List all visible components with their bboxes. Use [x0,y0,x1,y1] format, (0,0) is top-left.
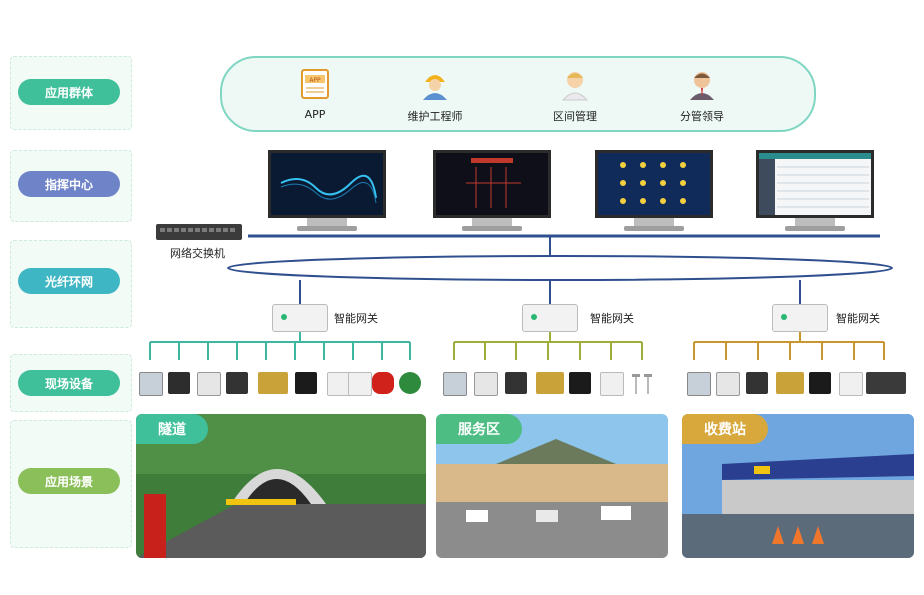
display-meter-icon [226,372,248,394]
scene-tag-service-area: 服务区 [436,414,522,444]
protection-relay-icon [687,372,711,396]
scene-tag-tunnel: 隧道 [136,414,208,444]
monitor-dashboard [595,150,713,236]
street-light-icon [630,372,658,394]
gateway-label-3: 智能网关 [836,312,880,325]
fiber-ring [227,255,893,281]
charging-pile-icon [866,372,906,394]
app-icon: APP [297,66,333,102]
power-meter-icon [716,372,740,396]
monitor-map [268,150,386,236]
leader-icon [684,66,720,102]
gateway-device-icon [772,304,828,332]
distribution-cabinet-icon [600,372,624,396]
display-meter-icon [746,372,768,394]
row-label-command-center: 指挥中心 [18,171,120,197]
user-zone-manager: 区间管理 [525,66,625,124]
fan-icon [399,372,421,394]
gateway-device-icon [522,304,578,332]
display-meter-icon [505,372,527,394]
fire-pump-icon [372,372,394,394]
branch-tunnel [149,330,411,360]
gateway-label-2: 智能网关 [590,312,634,325]
user-app: APP APP [265,66,365,121]
row-label-user-group: 应用群体 [18,79,120,105]
protection-relay-icon [139,372,163,396]
tunnel-photo [136,414,426,558]
branch-service-area [453,330,643,360]
row-label-field-devices: 现场设备 [18,370,120,396]
gateway-device-icon [272,304,328,332]
meter-icon [168,372,190,394]
svg-text:APP: APP [309,77,321,84]
branch-toll-station [693,330,885,360]
manager-icon [557,66,593,102]
switch-label: 网络交换机 [170,247,225,260]
generator-icon [258,372,288,394]
generator-icon [536,372,564,394]
scene-toll-station: 收费站 [682,414,914,558]
power-meter-icon [197,372,221,396]
user-engineer: 维护工程师 [385,66,485,124]
scene-tag-toll-station: 收费站 [682,414,768,444]
protection-relay-icon [443,372,467,396]
ups-cabinet-icon [295,372,317,394]
distribution-cabinet-icon [839,372,863,396]
ups-cabinet-icon [569,372,591,394]
scene-service-area: 服务区 [436,414,668,558]
distribution-cabinet-icon [348,372,372,396]
scene-tunnel: 隧道 [136,414,426,558]
power-meter-icon [474,372,498,396]
row-label-fiber-ring: 光纤环网 [18,268,120,294]
gateway-label-1: 智能网关 [334,312,378,325]
row-label-scenarios: 应用场景 [18,468,120,494]
monitor-table [756,150,874,236]
monitor-schematic [433,150,551,236]
ups-cabinet-icon [809,372,831,394]
service-area-photo [436,414,668,558]
user-leader: 分管领导 [652,66,752,124]
generator-icon [776,372,804,394]
engineer-icon [417,66,453,102]
